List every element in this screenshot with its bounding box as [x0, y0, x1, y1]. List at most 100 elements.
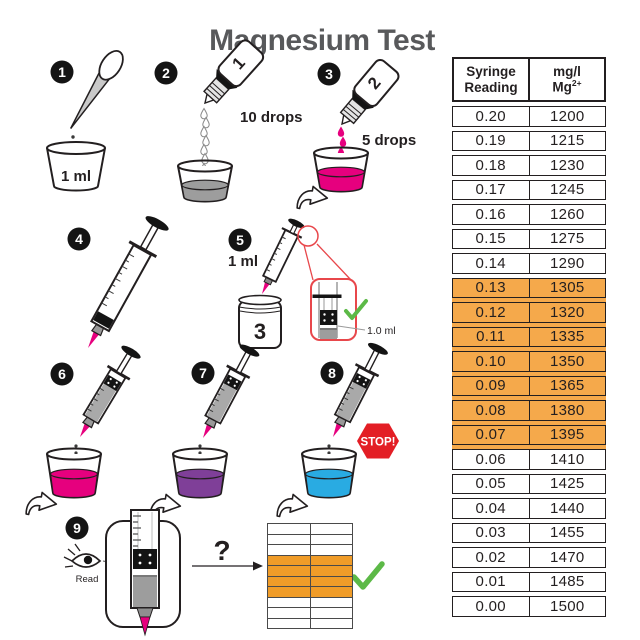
step-2: 2 1 10 drops — [154, 39, 303, 203]
question-label: ? — [213, 535, 230, 566]
stop-label: STOP! — [361, 437, 396, 449]
syringe-closeup-panel — [105, 509, 181, 637]
syringe-reading-value: 0.13 — [453, 278, 530, 297]
mgl-value: 1230 — [549, 156, 585, 174]
step-3-number: 3 — [325, 66, 333, 82]
reagent-jar: 3 — [238, 294, 282, 349]
step-5: 5 1 ml 3 — [228, 218, 396, 349]
mini-lookup-table — [267, 523, 353, 629]
step-1: 1 1 ml — [46, 50, 124, 192]
mini-table-row — [268, 555, 353, 566]
step-9-number: 9 — [73, 520, 81, 536]
mini-table-cell — [268, 576, 311, 586]
mgl-value: 1470 — [549, 548, 585, 566]
mini-table-cell — [311, 587, 353, 597]
zoom-callout: 1.0 ml — [297, 225, 396, 341]
header-mgl-text: mg/l — [553, 64, 581, 80]
syringe-reading-value: 0.17 — [453, 180, 530, 199]
table-row: 0.07 1395 — [452, 424, 606, 449]
mini-table-cell — [268, 534, 311, 544]
table-row: 0.05 1425 — [452, 473, 606, 499]
mini-table-cell — [311, 524, 353, 534]
syringe-reading-value: 0.00 — [453, 597, 530, 616]
header-mg-base: Mg — [552, 79, 572, 95]
syringe-reading-value: 0.12 — [453, 303, 530, 322]
step-7-number: 7 — [199, 365, 207, 381]
mini-table-row — [268, 566, 352, 577]
syringe-reading-value: 0.05 — [453, 474, 530, 493]
mini-table-cell — [311, 535, 353, 545]
sample-cup-magenta — [313, 146, 369, 193]
syringe-reading-value: 0.07 — [453, 425, 530, 444]
table-row: 0.06 1410 — [452, 449, 606, 474]
mgl-value: 1350 — [549, 352, 585, 370]
mgl-value: 1500 — [549, 597, 585, 615]
step-1-number: 1 — [58, 64, 66, 80]
mgl-value: 1410 — [549, 450, 585, 468]
mini-table-cell — [268, 555, 311, 565]
header-mg-line: Mg2+ — [552, 78, 581, 95]
step-9: 9 Read — [63, 509, 385, 637]
mini-table-cell — [268, 545, 311, 555]
table-header-row: Syringe Reading mg/l Mg2+ — [452, 57, 606, 102]
step-4-number: 4 — [75, 231, 83, 247]
read-label: Read — [76, 574, 99, 585]
drops-count-label: 5 drops — [362, 132, 416, 149]
syringe-reading-value: 0.19 — [453, 131, 530, 150]
mini-table-row — [268, 587, 352, 598]
sample-cup-purple — [172, 447, 228, 499]
reagent-bottle-1-icon: 1 — [203, 39, 265, 105]
step-2-number: 2 — [162, 65, 170, 81]
step-3: 3 2 5 drops — [295, 59, 416, 214]
mini-table-row — [268, 608, 352, 619]
syringe-reading-value: 0.15 — [453, 229, 530, 248]
table-row: 0.02 1470 — [452, 547, 606, 572]
mgl-value: 1425 — [549, 475, 585, 493]
jar-number-label: 3 — [254, 319, 266, 344]
mgl-value: 1335 — [549, 328, 585, 346]
step-5-badge: 5 — [228, 228, 252, 252]
syringe-reading-value: 0.14 — [453, 254, 530, 273]
syringe-reading-value: 0.08 — [453, 401, 530, 420]
syringe-reading-value: 0.02 — [453, 548, 530, 567]
step-5-number: 5 — [236, 232, 244, 248]
reagent-bottle-2-icon: 2 — [339, 59, 400, 126]
mgl-value: 1440 — [549, 499, 585, 517]
mgl-value: 1200 — [549, 107, 585, 125]
mini-table-cell — [268, 618, 311, 628]
mini-table-cell — [268, 608, 311, 618]
syringe-reading-value: 0.06 — [453, 450, 530, 469]
syringe-reading-value: 0.09 — [453, 376, 530, 395]
step-4: 4 — [67, 216, 169, 348]
mini-table-cell — [311, 556, 353, 566]
sample-cup — [177, 159, 233, 203]
pipette-icon — [69, 50, 124, 129]
table-header-syringe-reading: Syringe Reading — [454, 59, 530, 100]
mini-table-row — [268, 618, 353, 629]
table-row: 0.10 1350 — [452, 351, 606, 376]
check-icon — [344, 299, 368, 320]
mini-table-row — [268, 597, 352, 608]
syringe-icon — [88, 216, 169, 348]
syringe-reading-value: 0.16 — [453, 205, 530, 224]
mini-table-cell — [311, 619, 353, 629]
sample-cup-magenta — [46, 447, 102, 499]
step-1-badge: 1 — [50, 60, 74, 84]
syringe-reading-value: 0.10 — [453, 352, 530, 371]
drops-count-label: 10 drops — [240, 109, 303, 126]
syringe-reading-value: 0.03 — [453, 523, 530, 542]
mgl-value: 1395 — [549, 426, 585, 444]
mini-table-row — [268, 576, 352, 587]
